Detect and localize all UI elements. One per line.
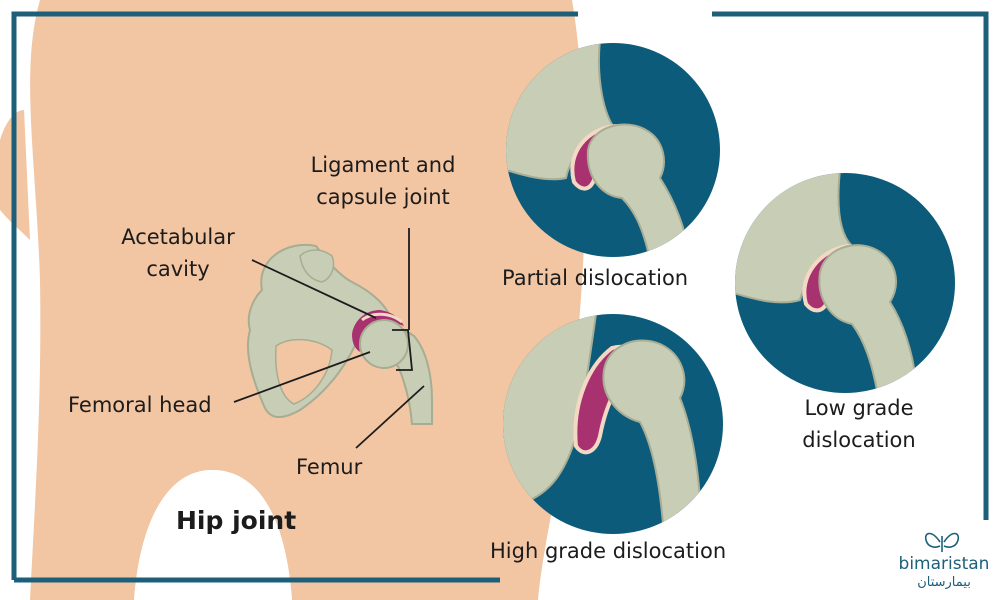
acetabular-cavity-line-1: Acetabular <box>121 225 235 249</box>
frame <box>11 11 989 583</box>
hip-joint-title: Hip joint <box>176 506 297 535</box>
pelvis-foramen <box>274 338 333 405</box>
femur <box>818 244 920 393</box>
pelvis-diagram <box>246 243 433 425</box>
butterfly-right-wing <box>943 532 960 548</box>
femur <box>586 123 692 257</box>
capsule-bracket <box>392 329 413 371</box>
low-grade-dislocation-label: Low grade dislocation <box>784 392 934 456</box>
femur-label: Femur <box>296 455 363 479</box>
femur <box>602 339 704 534</box>
brand-arabic: بيمارستان <box>917 575 971 590</box>
low-grade-line-1: Low grade <box>804 396 914 420</box>
femoral-head-label: Femoral head <box>68 393 212 417</box>
acetabular-cavity-line-2: cavity <box>146 257 210 281</box>
frame-top-right <box>712 11 989 520</box>
leader-lines <box>233 228 425 449</box>
low-grade-dislocation-circle <box>735 173 955 393</box>
acetabular-cavity-label: Acetabular cavity <box>104 221 252 285</box>
brand-name: bimaristan <box>898 554 990 574</box>
femoral-head <box>359 319 409 369</box>
leader-femoral-head <box>233 351 371 403</box>
frame-top-left <box>11 11 578 580</box>
partial-dislocation-label: Partial dislocation <box>502 266 689 290</box>
cartilage-edge <box>361 312 403 324</box>
high-grade-dislocation-circle <box>503 314 723 534</box>
butterfly-left-wing <box>924 532 941 548</box>
leader-femur <box>355 385 425 449</box>
sacrum <box>299 249 335 283</box>
leg-gap <box>134 470 292 600</box>
high-grade-dislocation-label: High grade dislocation <box>490 539 727 563</box>
ligament-capsule-label: Ligament and capsule joint <box>296 149 470 213</box>
butterfly-icon <box>924 532 960 552</box>
ligament-capsule-line-1: Ligament and <box>310 153 456 177</box>
leader-acetabular <box>251 259 377 319</box>
low-grade-line-2: dislocation <box>802 428 916 452</box>
ligament-capsule-line-2: capsule joint <box>316 185 450 209</box>
